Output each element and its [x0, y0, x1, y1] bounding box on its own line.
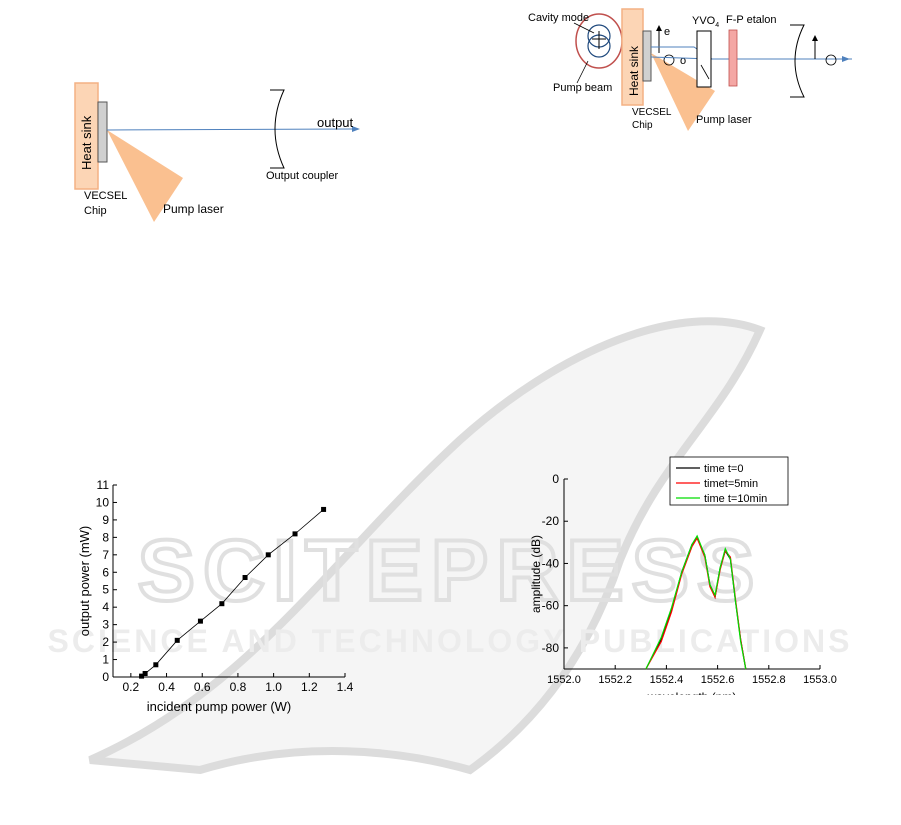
- y-tick-label: -80: [542, 641, 560, 655]
- data-point: [139, 673, 145, 679]
- x-tick-label: 0.2: [123, 680, 140, 694]
- x-tick-label: 1.4: [337, 680, 354, 694]
- yvo4-crystal: [696, 30, 712, 88]
- cavity-mode-pointer: [573, 22, 595, 34]
- y-tick-label: 0: [102, 670, 109, 684]
- y-tick-label: 1: [102, 653, 109, 667]
- data-line: [141, 509, 324, 677]
- x-tick-label: 1552.0: [547, 674, 581, 686]
- output-polarization-circle-icon: [825, 54, 837, 66]
- data-point: [197, 618, 203, 624]
- pump-laser-label: Pump laser: [163, 202, 224, 216]
- pump-laser-label-b: Pump laser: [696, 114, 752, 126]
- figure-a-schematic: Heat sink output Output coupler VECSEL C…: [74, 82, 360, 222]
- pump-beam-cone: [107, 130, 183, 222]
- x-axis-label: wavelength (nm): [647, 690, 737, 695]
- o-polarization-icon: [663, 54, 675, 66]
- output-coupler-label: Output coupler: [266, 170, 338, 182]
- vecsel-chip: [97, 101, 108, 163]
- y-tick-label: 9: [102, 513, 109, 527]
- y-tick-label: -40: [542, 556, 560, 570]
- data-point: [219, 601, 225, 607]
- x-tick-label: 1552.8: [752, 674, 786, 686]
- data-point: [292, 531, 298, 537]
- output-mirror-b: [790, 24, 805, 98]
- vecsel-label: VECSEL: [84, 190, 127, 202]
- y-tick-label: 7: [102, 548, 109, 562]
- series-line-t10min: [645, 534, 747, 670]
- y-tick-label: 11: [97, 478, 110, 492]
- fp-etalon-label: F-P etalon: [726, 14, 777, 26]
- output-power-chart: 0 1 2 3 4 5 6 7 8 9 10 11 0.2 0.4 0.6 0.8 1.0 1.2 1.4 incid…: [77, 478, 354, 714]
- data-point: [142, 671, 148, 677]
- legend-label: time t=0: [704, 463, 743, 475]
- series-line-t5min: [645, 536, 747, 670]
- x-tick-label: 1552.6: [701, 674, 735, 686]
- output-polarization-arrow-icon: [812, 35, 818, 41]
- chip-label: Chip: [84, 205, 107, 217]
- data-point: [242, 575, 248, 581]
- e-polarization-label: e: [664, 26, 670, 38]
- chip-label-b: Chip: [632, 120, 653, 131]
- o-polarization-label: o: [680, 55, 686, 67]
- watermark-subtitle: SCIENCE AND TECHNOLOGY PUBLICATIONS: [48, 623, 853, 659]
- yvo4-label: YVO4: [692, 15, 719, 29]
- pump-beam-pointer: [576, 60, 589, 84]
- e-arrow-icon: [656, 25, 662, 31]
- data-point: [265, 552, 271, 558]
- watermark-title: SCITEPRESS: [138, 523, 763, 619]
- y-axis-label: amplitude (dB): [529, 535, 543, 613]
- y-axis-label: output power (mW): [77, 526, 92, 637]
- x-tick-label: 0.4: [158, 680, 175, 694]
- x-tick-label: 1552.4: [650, 674, 684, 686]
- y-tick-label: 0: [552, 472, 559, 486]
- cavity-beam: [106, 128, 353, 131]
- y-tick-label: 5: [102, 583, 109, 597]
- legend-box: [669, 456, 789, 506]
- vecsel-label-b: VECSEL: [632, 107, 672, 118]
- pump-beam-cone-b: [651, 53, 715, 131]
- crystal-axis: [700, 64, 710, 80]
- heat-sink-label-b: Heat sink: [627, 45, 641, 96]
- output-coupler-mirror: [270, 89, 285, 169]
- y-tick-label: -60: [542, 599, 560, 613]
- y-tick-label: 2: [102, 635, 109, 649]
- x-tick-label: 1.2: [301, 680, 318, 694]
- x-tick-label: 1.0: [265, 680, 282, 694]
- x-tick-label: 1553.0: [803, 674, 837, 686]
- spectrum-chart: 0 -20 -40 -60 -80 1552.0 1552.2 1552.4 1552.6 155…: [529, 456, 837, 695]
- fp-etalon: [728, 29, 738, 87]
- x-axis-label: incident pump power (W): [147, 699, 292, 714]
- yvo4-subscript: 4: [715, 22, 719, 29]
- heat-sink-label: Heat sink: [79, 115, 94, 170]
- data-point: [321, 506, 327, 512]
- y-tick-label: 6: [102, 565, 109, 579]
- legend-label: time t=10min: [704, 493, 767, 505]
- output-arrow-icon: [352, 126, 360, 132]
- pump-beam-label: Pump beam: [553, 82, 612, 94]
- y-tick-label: 8: [102, 530, 109, 544]
- y-tick-label: 10: [96, 495, 110, 509]
- y-tick-label: 3: [102, 618, 109, 632]
- output-arrow-icon-b: [842, 56, 850, 62]
- y-tick-label: -20: [542, 514, 560, 528]
- legend-label: timet=5min: [704, 478, 758, 490]
- output-label: output: [317, 115, 354, 130]
- data-point: [153, 662, 159, 668]
- cavity-mode-label: Cavity mode: [528, 12, 589, 24]
- x-tick-label: 0.8: [230, 680, 247, 694]
- vecsel-chip-b: [642, 30, 652, 82]
- figure-b-schematic: Cavity mode Pump beam Heat sink VECSEL C…: [528, 8, 852, 131]
- x-tick-label: 0.6: [194, 680, 211, 694]
- y-tick-label: 4: [102, 600, 109, 614]
- x-tick-label: 1552.2: [598, 674, 632, 686]
- data-point: [174, 637, 180, 643]
